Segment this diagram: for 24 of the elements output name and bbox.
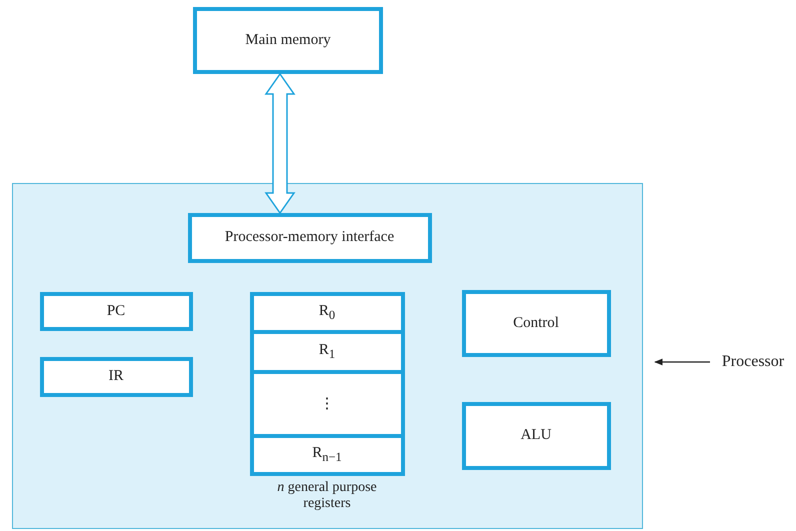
node-label: R$_{1}$ [318,342,336,362]
process-box [40,356,192,396]
node-label: Control [513,314,559,332]
node-label: R$_{n−1}$ [312,444,342,464]
process-box [188,212,432,262]
caption-text: n general purpose registers [276,480,378,512]
node-label: Processor [722,353,784,371]
node-label: IR [108,368,124,385]
node-label: Processor-memory interface [224,229,394,246]
process-box [40,292,192,330]
node-label: ALU [520,427,552,444]
node-label: ⋮ [320,395,334,413]
process-box [462,290,610,356]
node-label: PC [106,302,126,320]
process-box [462,402,610,470]
register-cell [254,374,400,438]
bus-arrow [264,72,296,214]
node-label: R$_{0}$ [318,302,336,322]
leader-arrow [654,358,710,366]
register-cell [254,334,400,374]
process-box [193,7,383,74]
register-stack [250,292,404,476]
node-label: Main memory [245,32,331,49]
processor-block [12,183,643,529]
